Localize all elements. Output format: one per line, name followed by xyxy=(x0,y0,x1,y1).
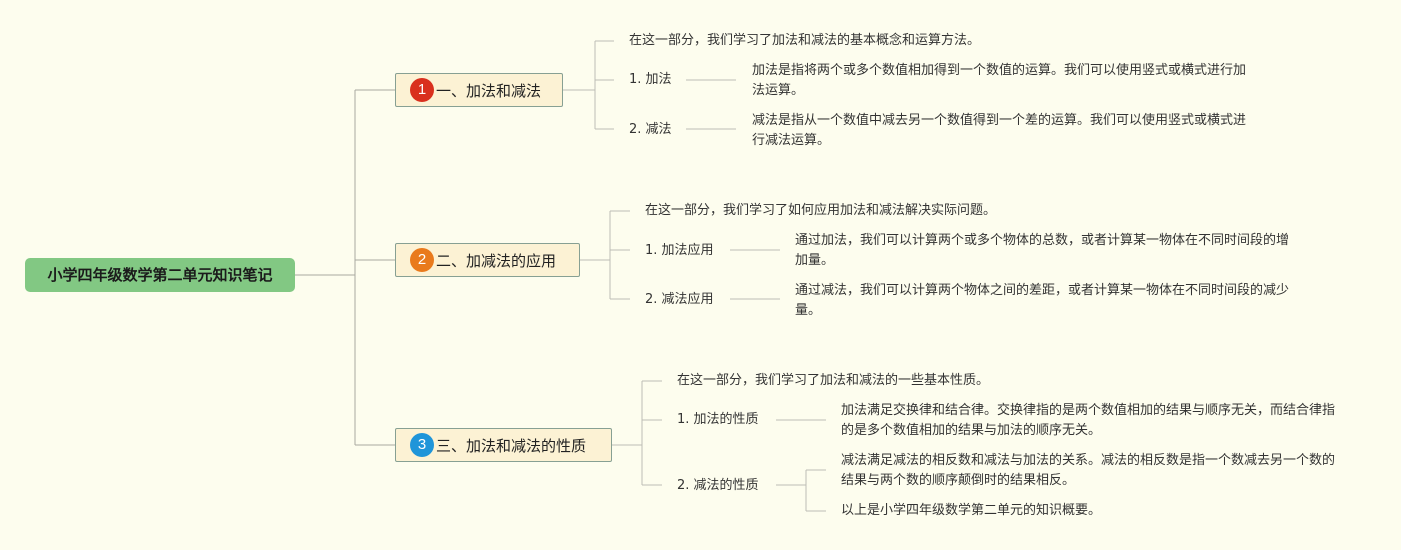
branch-1-intro[interactable]: 在这一部分，我们学习了加法和减法的基本概念和运算方法。 xyxy=(629,33,981,48)
branch-2-item-1-label[interactable]: 1. 加法应用 xyxy=(645,243,714,258)
number-3-badge-icon: 3 xyxy=(410,433,434,457)
branch-3-item-1-detail[interactable]: 加法满足交换律和结合律。交换律指的是两个数值相加的结果与顺序无关，而结合律指的是… xyxy=(841,403,1336,438)
branch-1-item-1-detail[interactable]: 加法是指将两个或多个数值相加得到一个数值的运算。我们可以使用竖式或横式进行加法运… xyxy=(752,63,1247,98)
number-2-badge-icon: 2 xyxy=(410,248,434,272)
branch-1-item-2-label[interactable]: 2. 减法 xyxy=(629,122,672,137)
branch-1-item-1-label[interactable]: 1. 加法 xyxy=(629,72,672,87)
branch-3-item-1-label[interactable]: 1. 加法的性质 xyxy=(677,412,759,427)
root-node[interactable]: 小学四年级数学第二单元知识笔记 xyxy=(25,258,295,292)
branch-3-item-2-label[interactable]: 2. 减法的性质 xyxy=(677,478,759,493)
branch-3-item-2-detail-2[interactable]: 以上是小学四年级数学第二单元的知识概要。 xyxy=(841,503,1102,518)
branch-2-intro[interactable]: 在这一部分，我们学习了如何应用加法和减法解决实际问题。 xyxy=(645,203,997,218)
branch-3-node[interactable]: 3 三、加法和减法的性质 xyxy=(395,428,612,462)
branch-1-node[interactable]: 1 一、加法和减法 xyxy=(395,73,563,107)
branch-2-title: 二、加减法的应用 xyxy=(436,251,557,270)
root-title: 小学四年级数学第二单元知识笔记 xyxy=(47,266,273,284)
branch-2-item-1-detail[interactable]: 通过加法，我们可以计算两个或多个物体的总数，或者计算某一物体在不同时间段的增加量… xyxy=(795,233,1290,268)
branch-2-item-2-label[interactable]: 2. 减法应用 xyxy=(645,292,714,307)
branch-3-title: 三、加法和减法的性质 xyxy=(436,436,587,455)
branch-2-item-2-detail[interactable]: 通过减法，我们可以计算两个物体之间的差距，或者计算某一物体在不同时间段的减少量。 xyxy=(795,283,1290,318)
branch-1-item-2-detail[interactable]: 减法是指从一个数值中减去另一个数值得到一个差的运算。我们可以使用竖式或横式进行减… xyxy=(752,113,1247,148)
number-1-badge-icon: 1 xyxy=(410,78,434,102)
branch-2-node[interactable]: 2 二、加减法的应用 xyxy=(395,243,580,277)
branch-3-item-2-detail-1[interactable]: 减法满足减法的相反数和减法与加法的关系。减法的相反数是指一个数减去另一个数的结果… xyxy=(841,453,1336,488)
branch-1-title: 一、加法和减法 xyxy=(436,81,542,100)
branch-3-intro[interactable]: 在这一部分，我们学习了加法和减法的一些基本性质。 xyxy=(677,373,990,388)
